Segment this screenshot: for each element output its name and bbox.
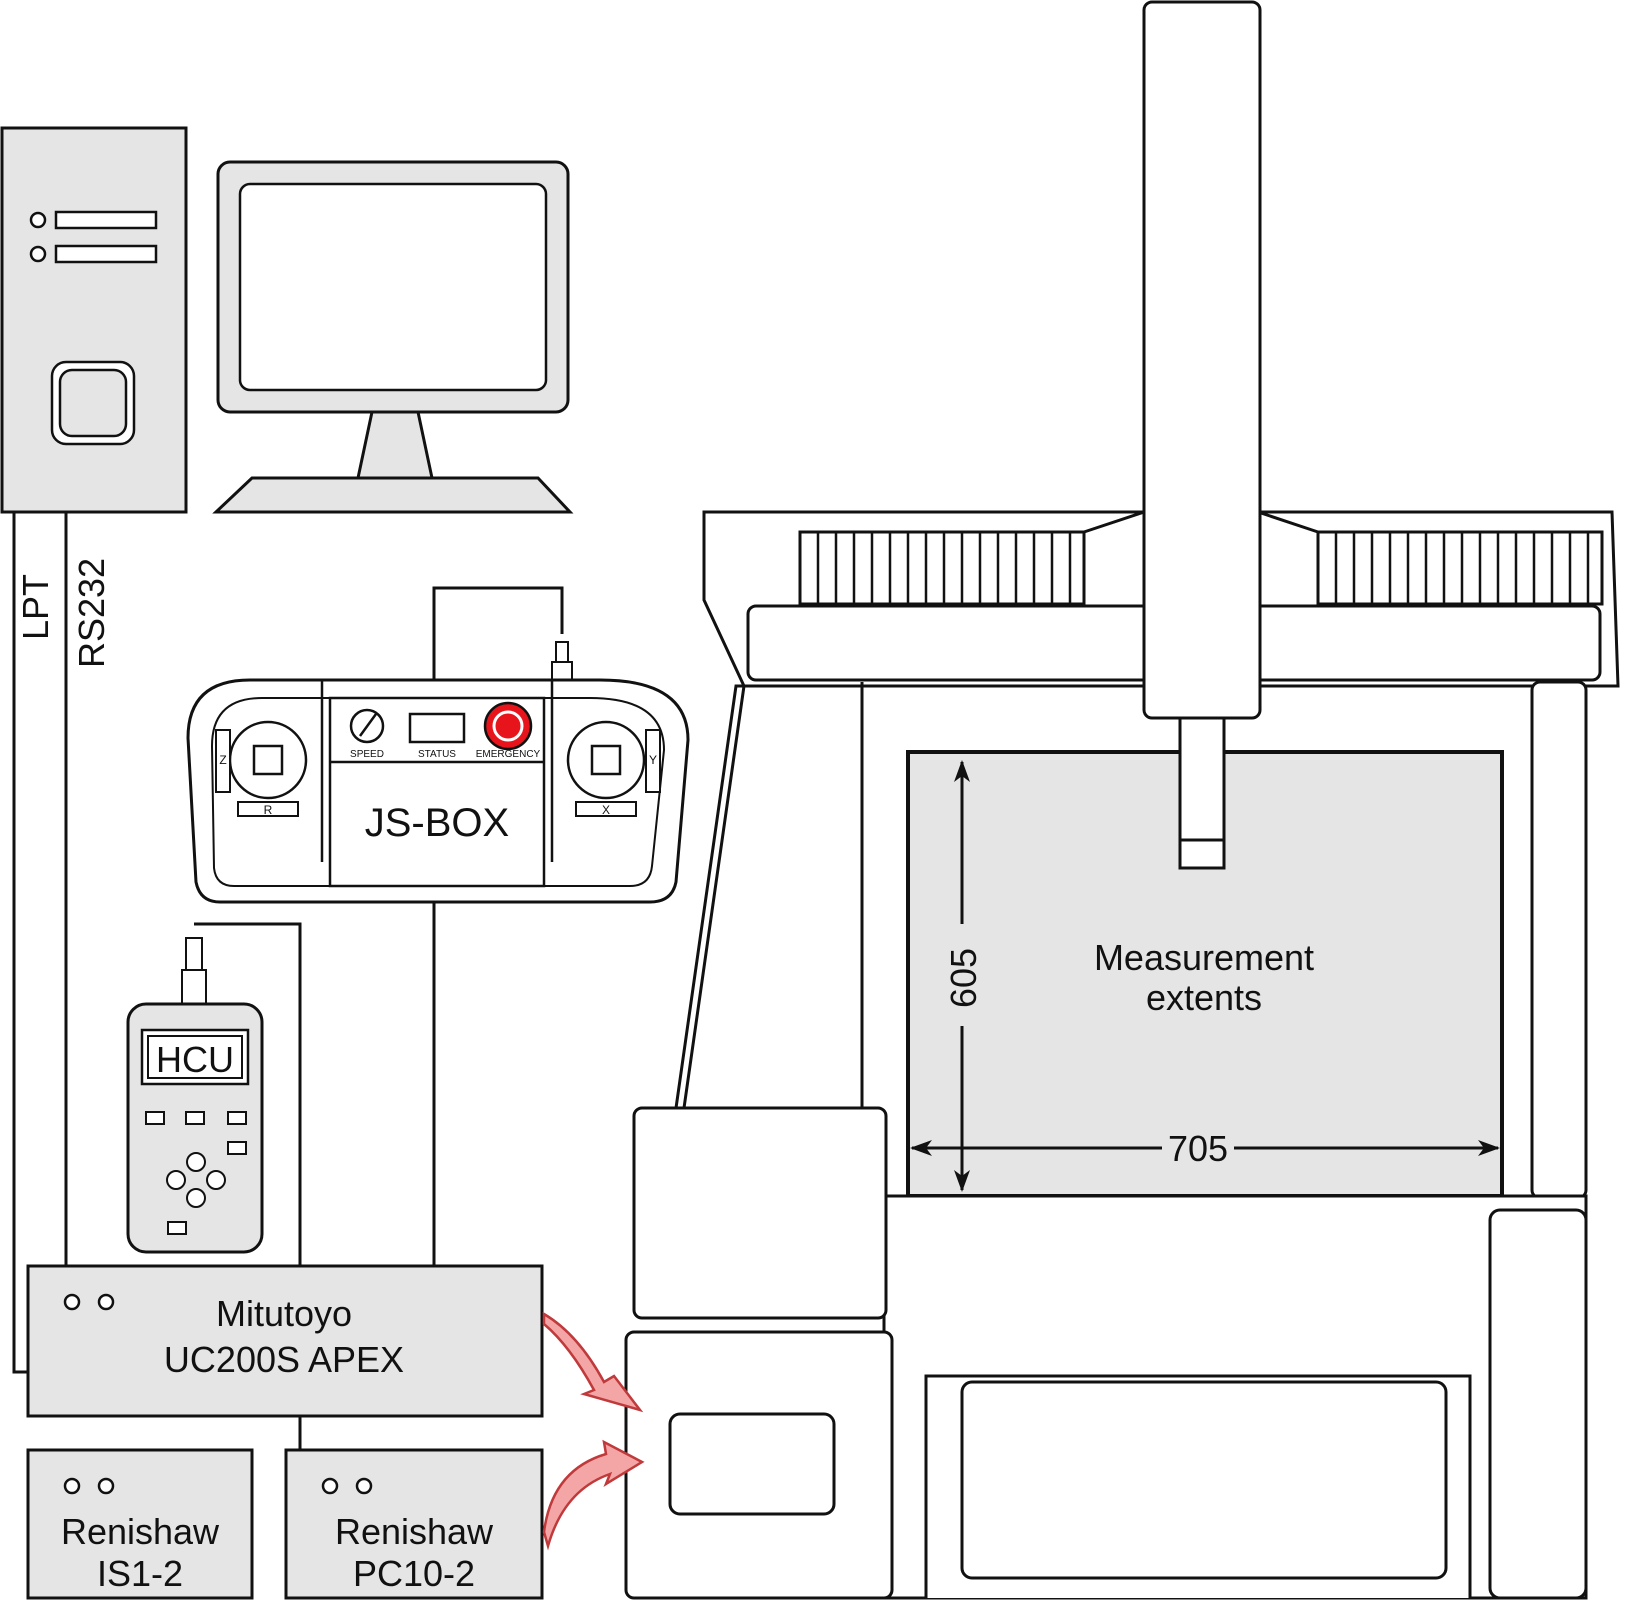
left-knob-label: R — [264, 803, 273, 817]
emergency-label: EMERGENCY — [476, 749, 541, 760]
connection-lines — [12, 512, 564, 1450]
status-indicator — [408, 712, 466, 744]
lpt-label: LPT — [15, 574, 56, 640]
js-box[interactable]: SPEED STATUS EMERGENCY JS-BOX Z R Y X — [186, 641, 690, 904]
pc-tower — [0, 126, 188, 514]
speed-label: SPEED — [350, 749, 384, 760]
renishaw-pc10-box: Renishaw PC10-2 — [284, 1448, 544, 1600]
is1-line2: IS1-2 — [97, 1553, 183, 1594]
hcu-dpad-right[interactable] — [206, 1170, 226, 1190]
hcu-key[interactable] — [167, 1221, 187, 1235]
controller-line2: UC200S APEX — [164, 1339, 404, 1380]
right-knob-label: X — [602, 803, 610, 817]
measurement-extents-line1: Measurement — [1094, 937, 1314, 978]
controller-line1: Mitutoyo — [216, 1293, 352, 1334]
js-box-title: JS-BOX — [365, 801, 509, 845]
renishaw-is1-box: Renishaw IS1-2 — [26, 1448, 254, 1600]
hcu-pendant[interactable]: HCU — [126, 937, 264, 1254]
right-axis-label: Y — [649, 753, 657, 767]
is1-line1: Renishaw — [61, 1511, 220, 1552]
cmm-machine — [624, 0, 1620, 1600]
hcu-key[interactable] — [227, 1111, 247, 1125]
rs232-label: RS232 — [71, 558, 112, 668]
hcu-dpad-up[interactable] — [186, 1152, 206, 1172]
monitor — [212, 160, 574, 514]
status-label: STATUS — [418, 749, 456, 760]
pc10-line1: Renishaw — [335, 1511, 494, 1552]
controller-to-machine-arrow — [542, 1311, 644, 1413]
rail-ribs — [816, 532, 1590, 604]
hcu-title: HCU — [156, 1039, 234, 1080]
dimension-height: 605 — [943, 760, 984, 1192]
dimension-width: 705 — [910, 1128, 1500, 1169]
pc10-to-machine-arrow — [542, 1439, 645, 1551]
hcu-key[interactable] — [185, 1111, 205, 1125]
signal-arrows — [542, 1311, 645, 1551]
hcu-dpad-left[interactable] — [166, 1170, 186, 1190]
emergency-stop-button[interactable] — [483, 701, 533, 751]
machine-panel-window — [668, 1412, 836, 1516]
mitutoyo-controller: Mitutoyo UC200S APEX — [26, 1264, 544, 1418]
hcu-key[interactable] — [227, 1141, 247, 1155]
width-dimension-label: 705 — [1168, 1128, 1228, 1169]
hcu-key[interactable] — [145, 1111, 165, 1125]
height-dimension-label: 605 — [943, 948, 984, 1008]
pc10-line2: PC10-2 — [353, 1553, 475, 1594]
hcu-dpad-down[interactable] — [186, 1188, 206, 1208]
measurement-extents-line2: extents — [1146, 977, 1262, 1018]
left-axis-label: Z — [219, 753, 226, 767]
